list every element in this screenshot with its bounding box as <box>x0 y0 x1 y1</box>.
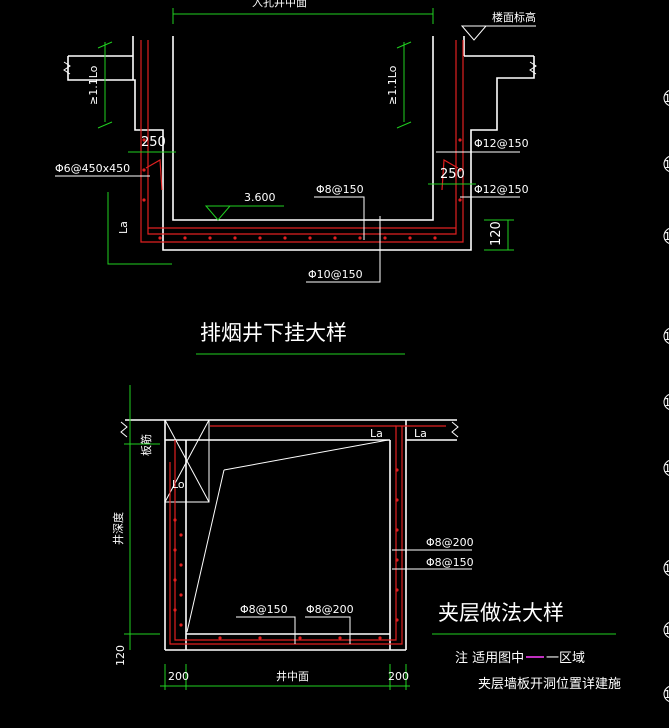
break-mark-left <box>63 61 71 75</box>
rebar-mid-label: Φ8@150 <box>316 183 364 196</box>
rebar2-label: Φ8@150 <box>426 556 474 569</box>
rebar-right-inner <box>169 426 403 645</box>
break-mark-right <box>529 61 537 75</box>
marker-3: 1 <box>664 230 669 243</box>
drawing2-title: 夹层做法大样 <box>438 601 564 625</box>
note-line2: 夹层墙板开洞位置详建施 <box>478 677 621 692</box>
lap-left-label: ≥1.1Lo <box>87 65 100 105</box>
la-top-label: La <box>370 427 383 440</box>
rebar-left-wall-inner <box>147 40 457 235</box>
note-line1-a: 注 适用图中 <box>455 651 524 666</box>
dim-120-label: 120 <box>114 645 127 666</box>
rebar-left-wall <box>140 40 464 243</box>
elevation-label: 3.600 <box>244 191 276 204</box>
dim-200-left: 200 <box>168 670 189 683</box>
dim-250-left: 250 <box>141 135 166 150</box>
thickness-label: 120 <box>489 221 504 246</box>
rebar-r2-label: Φ12@150 <box>474 183 529 196</box>
rebar1-label: Φ8@200 <box>426 536 474 549</box>
opening-diag-2 <box>164 419 210 503</box>
floor-level-label: 楼面标高 <box>492 10 536 24</box>
la-right-label: La <box>414 427 427 440</box>
rebar4-label: Φ8@200 <box>306 603 354 616</box>
marker-1: 1 <box>664 92 669 105</box>
rebar4-leader <box>305 616 351 644</box>
slab-break-right <box>451 421 459 438</box>
marker-9: 1 <box>664 688 669 701</box>
marker-2: 1 <box>664 158 669 171</box>
elevation-marker <box>204 205 232 221</box>
dim-250-right: 250 <box>440 167 465 182</box>
rebar-bottom-label: Φ10@150 <box>308 268 363 281</box>
rebar-left <box>174 425 446 641</box>
rebar3-label: Φ8@150 <box>240 603 288 616</box>
rebar3-leader <box>236 616 296 644</box>
lap-right-label: ≥1.1Lo <box>386 65 399 105</box>
lap-left-tick-bot <box>97 121 113 129</box>
rebar-hook-right <box>441 159 459 191</box>
slab-break-left <box>120 421 128 438</box>
marker-7: 1 <box>664 562 669 575</box>
note-line1-b: 一区域 <box>546 651 585 666</box>
floor-level-marker <box>460 25 488 41</box>
shaft-wall-outline <box>67 56 535 251</box>
marker-6: 1 <box>664 462 669 475</box>
marker-4: 1 <box>664 330 669 343</box>
lap-right-tick-top <box>396 41 412 49</box>
la-left-label: La <box>117 221 130 234</box>
dim-200-right: 200 <box>388 670 409 683</box>
slope-line <box>186 439 389 633</box>
margin-markers: 1 1 1 1 1 1 1 1 1 <box>663 90 669 702</box>
marker-8: 1 <box>664 624 669 637</box>
lap-left-tick-top <box>97 41 113 49</box>
lap-right-tick-bot <box>396 121 412 129</box>
rebar-mid-leader <box>314 196 365 240</box>
rebar-dots-bottom <box>142 138 462 240</box>
marker-5: 1 <box>664 396 669 409</box>
rebar-hook-left <box>145 159 163 191</box>
height-dim-label: 井深度 <box>111 512 125 545</box>
rebar-r1-label: Φ12@150 <box>474 137 529 150</box>
drawing-mezzanine: La La Lo 板筋 井深度 120 Φ8@200 Φ8@150 Φ8@150… <box>111 385 621 692</box>
la-left-leader <box>107 192 172 265</box>
drawing-smoke-shaft-hang: 入孔井中面 楼面标高 ≥1.1Lo ≥1 <box>55 0 537 355</box>
slab-note: 板筋 <box>139 434 153 456</box>
rebar-dots-2 <box>173 468 399 640</box>
opening-box <box>164 419 210 503</box>
shaft-inner-outline <box>172 36 434 221</box>
drawing1-title: 排烟井下挂大样 <box>200 321 347 345</box>
top-dim-label: 入孔井中面 <box>252 0 307 9</box>
la-left-label-2: Lo <box>172 478 185 491</box>
dim-mid: 井中面 <box>276 669 309 683</box>
stirrup-label: Φ6@450x450 <box>55 162 130 175</box>
rebar-bottom-leader <box>306 216 381 283</box>
